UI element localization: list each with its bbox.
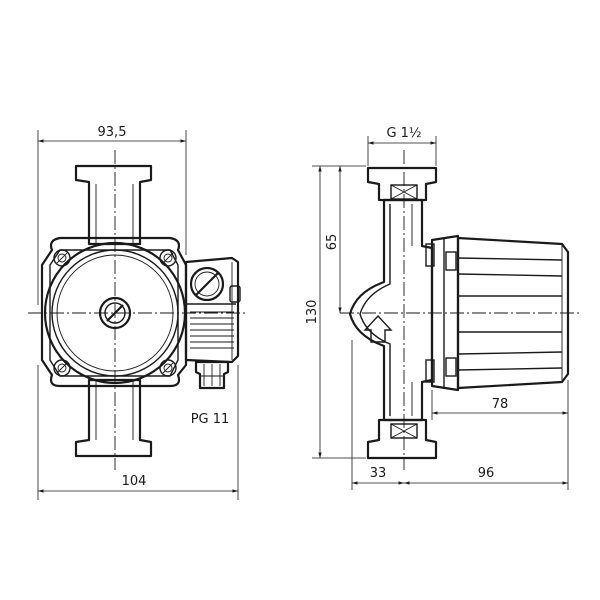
pump-body-profile (348, 198, 434, 422)
motor-flange (425, 234, 460, 392)
terminal-box-ribs (190, 311, 234, 349)
bottom-flange (366, 418, 438, 460)
speed-selector-knob-icon (189, 266, 225, 302)
bolt-bottom-right (159, 359, 177, 377)
top-pipe-stub (74, 164, 153, 246)
motor-housing (456, 236, 570, 390)
flow-direction-arrow-icon (363, 314, 393, 343)
dimension-bottom-row: 33 96 (351, 340, 569, 490)
dimension-label-pipe-to-center: 33 (370, 466, 387, 481)
dimension-label-height-total: 130 (305, 300, 320, 325)
dimension-thread: G 1½ (367, 126, 437, 166)
housing-bolts (53, 249, 177, 377)
dimension-label-center-to-back: 96 (478, 466, 495, 481)
dimension-motor-depth: 78 (431, 380, 569, 420)
dimension-label-width-bottom: 104 (122, 474, 147, 489)
dimension-label-width-top: 93,5 (98, 125, 127, 140)
front-view: 93,5 104 PG 11 (28, 125, 245, 500)
dimension-label-thread: G 1½ (386, 126, 421, 141)
dimension-height-total: 130 (305, 165, 366, 459)
side-view: G 1½ 130 65 78 33 96 (305, 126, 582, 490)
cable-gland-label: PG 11 (191, 412, 230, 427)
dimension-label-height-upper: 65 (325, 234, 340, 251)
bolt-top-left (53, 249, 71, 267)
dimension-label-motor-depth: 78 (492, 397, 509, 412)
cable-gland (194, 360, 230, 390)
dimension-width-top: 93,5 (37, 125, 187, 305)
dimension-height-upper: 65 (325, 166, 342, 313)
dimension-width-bottom: 104 (37, 365, 239, 500)
bottom-pipe-stub (74, 378, 153, 458)
top-flange (366, 166, 438, 202)
bolt-top-right (159, 249, 177, 267)
bolt-bottom-left (53, 359, 71, 377)
indicator-lamp (229, 285, 241, 303)
terminal-box (184, 256, 241, 364)
